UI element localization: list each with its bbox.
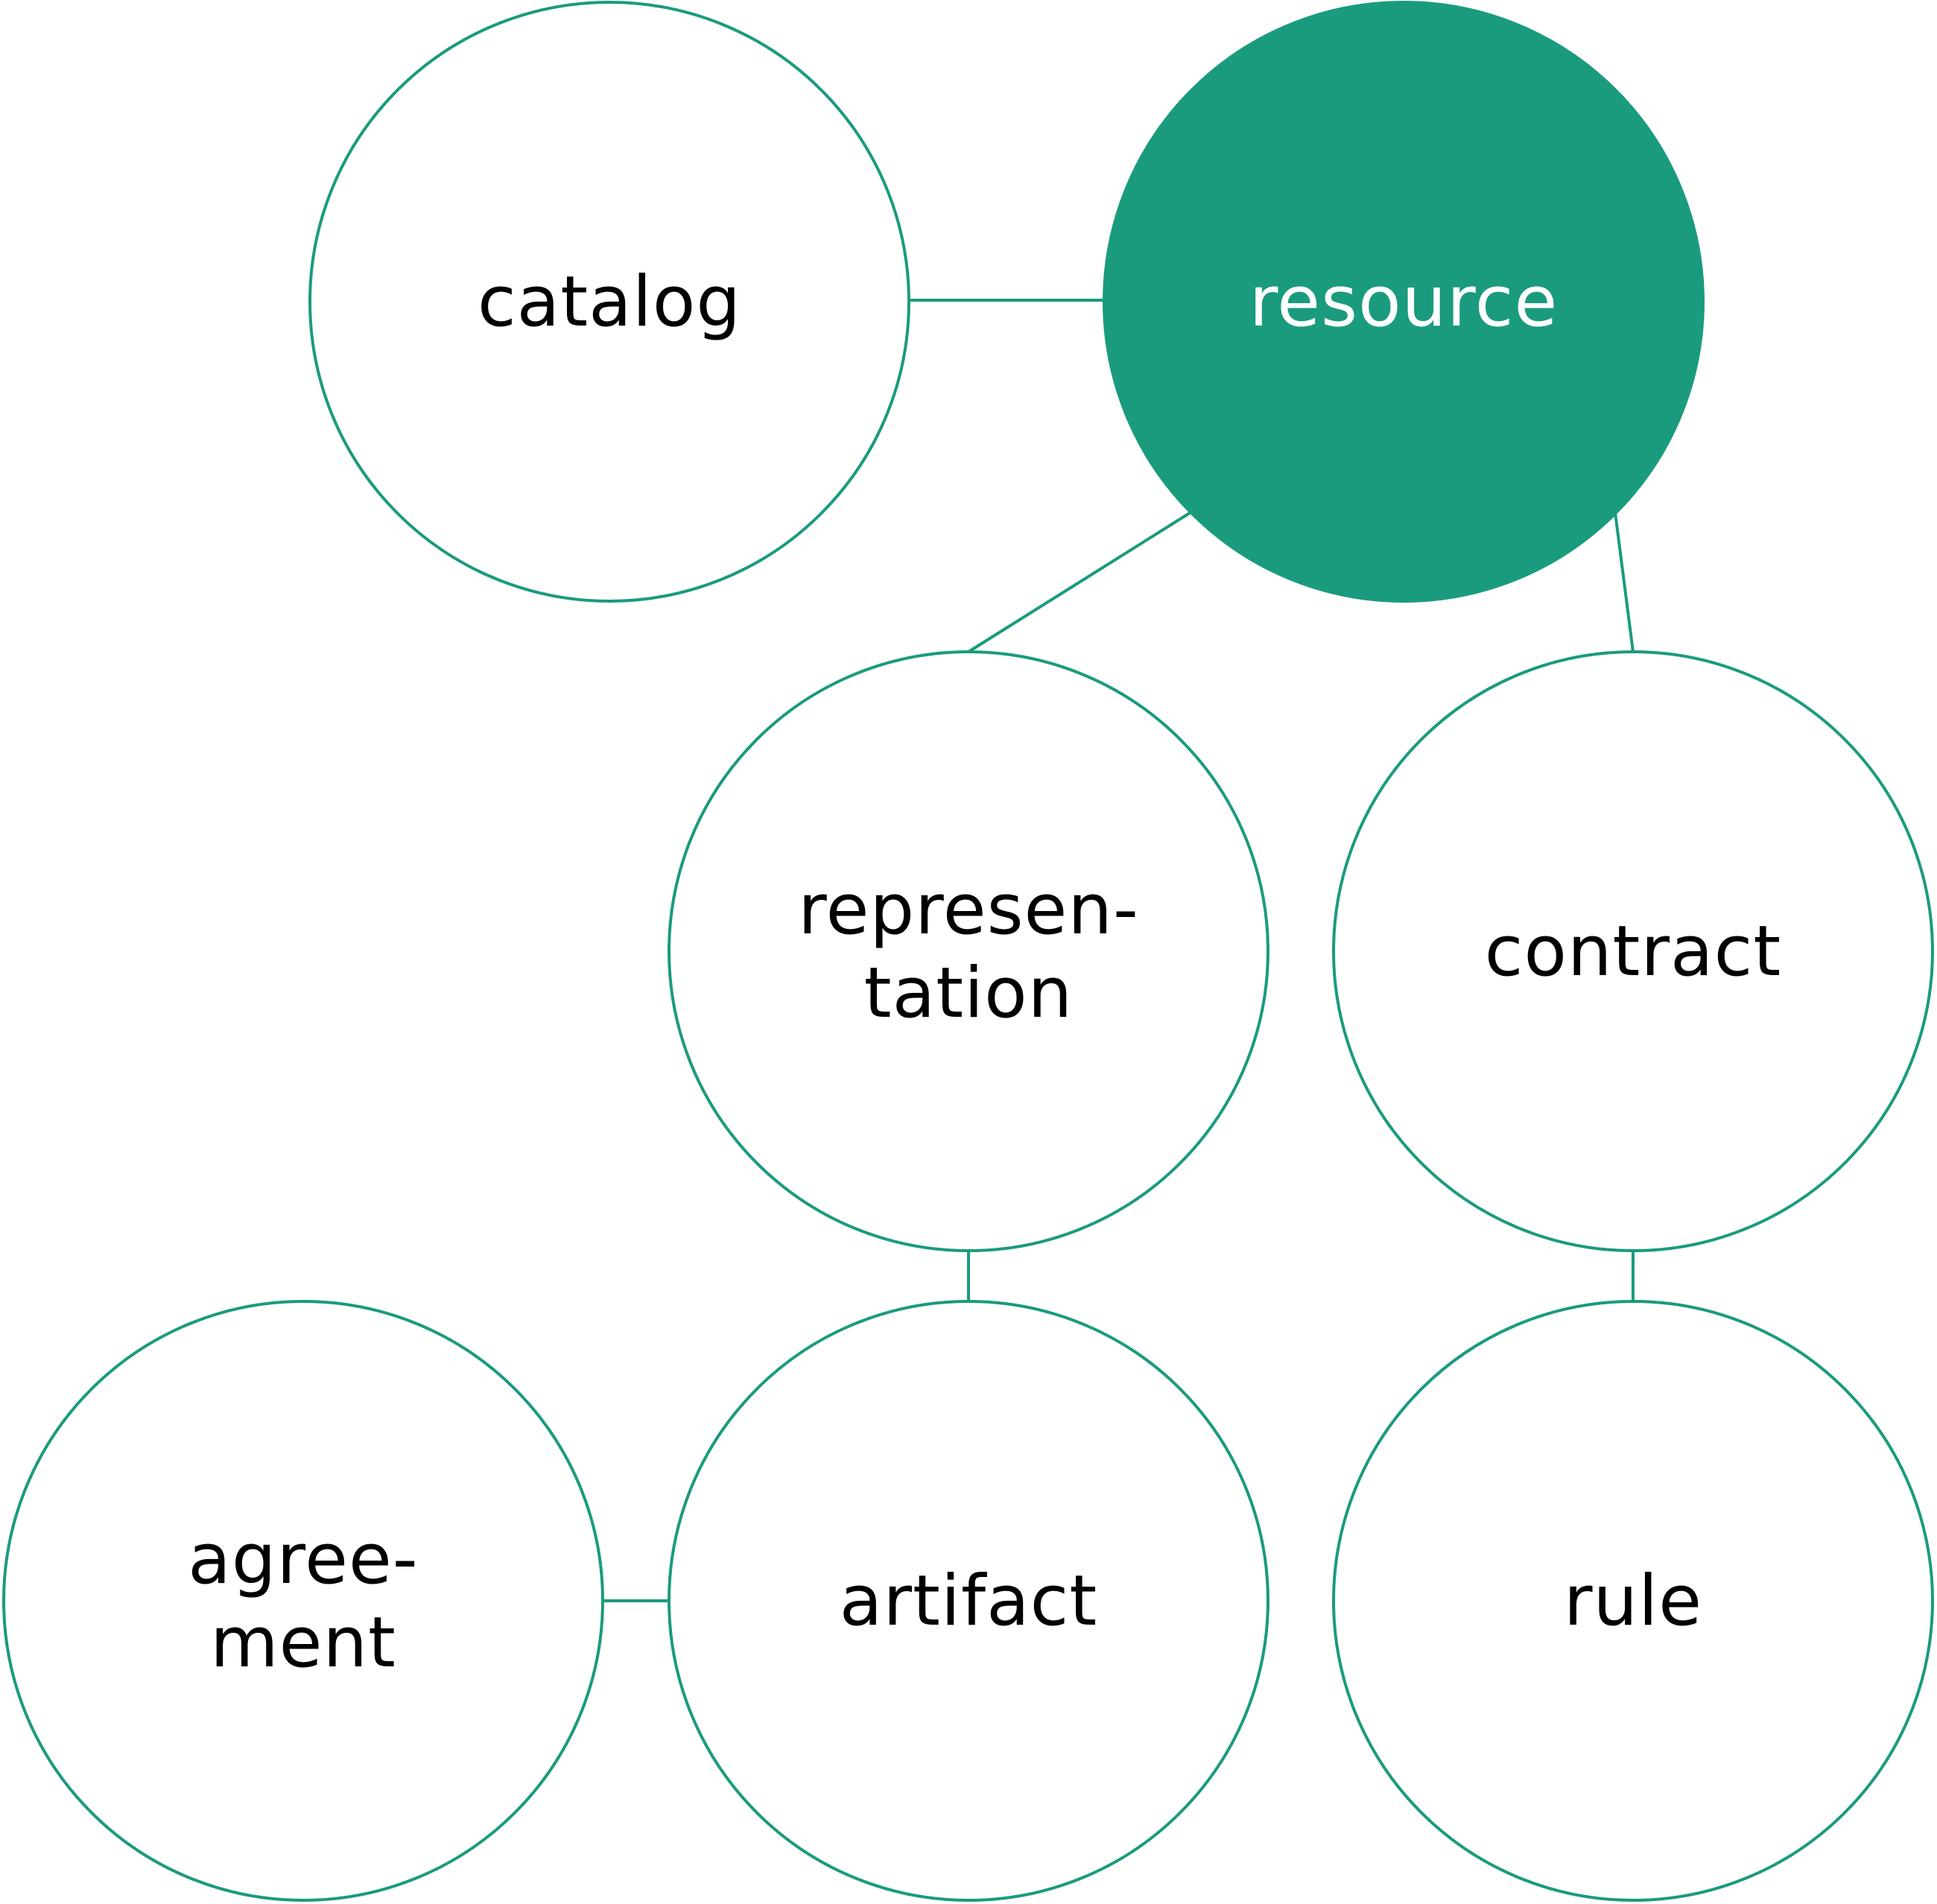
node-agreement-label-line: agree- (188, 1519, 418, 1600)
node-agreement-label-line: ment (210, 1602, 396, 1684)
node-contract-label-line: contract (1485, 911, 1781, 992)
node-contract-label: contract (1485, 911, 1781, 992)
node-artifact-label: artifact (840, 1561, 1097, 1642)
node-artifact-label-line: artifact (840, 1561, 1097, 1642)
node-contract-circle (1332, 650, 1934, 1252)
node-representation-label-line: represen- (798, 869, 1139, 951)
node-resource: resource (1103, 1, 1705, 603)
node-representation-label: represen-tation (798, 869, 1139, 1034)
node-resource-label: resource (1249, 261, 1559, 343)
connector-lines (603, 299, 1635, 1602)
node-agreement-label: agree-ment (188, 1519, 418, 1684)
node-agreement-circle (2, 1300, 604, 1902)
edge-resource-contract (1614, 512, 1635, 653)
node-representation: represen-tation (668, 650, 1269, 1252)
edge-resource-representation (967, 511, 1192, 653)
node-catalog: catalog (308, 1, 910, 603)
node-rule-label-line: rule (1564, 1561, 1702, 1642)
node-artifact-circle (668, 1300, 1269, 1902)
node-rule: rule (1332, 1300, 1934, 1902)
node-agreement: agree-ment (2, 1300, 604, 1902)
node-rule-label: rule (1564, 1561, 1702, 1642)
node-resource-circle (1103, 1, 1705, 603)
node-artifact: artifact (668, 1300, 1269, 1902)
node-contract: contract (1332, 650, 1934, 1252)
node-rule-circle (1332, 1300, 1934, 1902)
node-catalog-label: catalog (478, 261, 741, 343)
node-representation-label-line: tation (864, 953, 1074, 1034)
node-representation-circle (668, 650, 1269, 1252)
node-resource-label-line: resource (1249, 261, 1559, 343)
node-catalog-label-line: catalog (478, 261, 741, 343)
node-catalog-circle (308, 1, 910, 603)
